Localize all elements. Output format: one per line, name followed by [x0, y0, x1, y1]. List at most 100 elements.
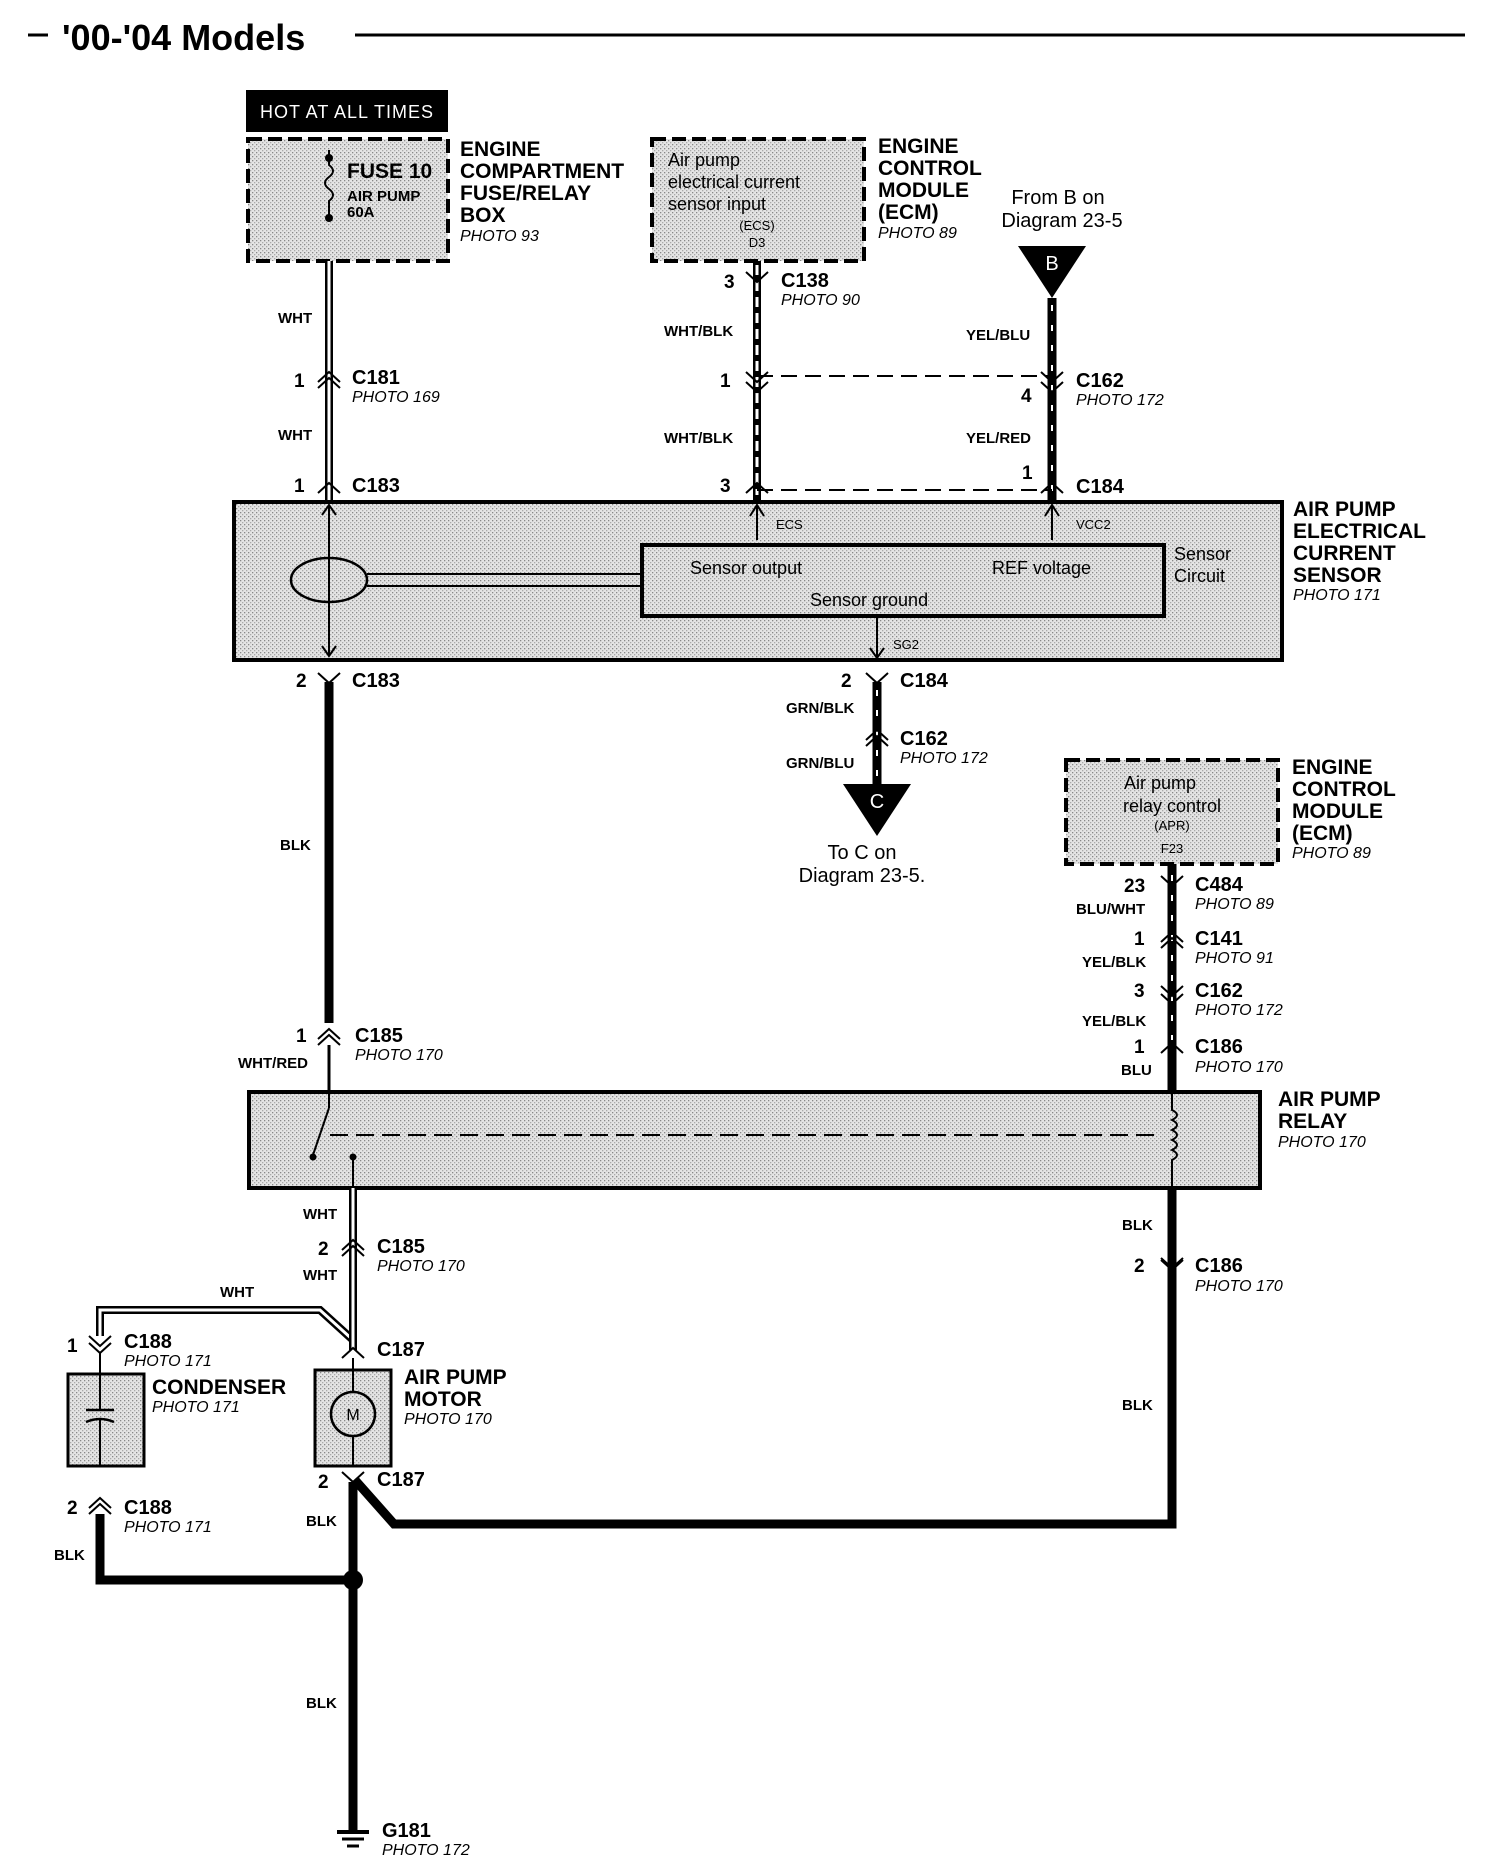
sensor-output-label: Sensor output [690, 558, 802, 578]
wire-label-blu: BLU [1121, 1062, 1152, 1079]
motor-symbol: M [346, 1407, 359, 1424]
c186-top-photo: PHOTO 170 [1195, 1059, 1283, 1076]
c184-bottom-pin: 2 [841, 671, 852, 692]
ecm-top-title-4: (ECM) [878, 201, 939, 224]
c188-bottom-pin: 2 [67, 1498, 78, 1519]
to-c-reference: C To C on Diagram 23-5. [799, 784, 926, 887]
wire-label-wht-blk-1: WHT/BLK [664, 323, 733, 340]
ecm-right-title-4: (ECM) [1292, 822, 1353, 845]
wire-label-wht-2: WHT [278, 427, 312, 444]
connector-c186-top: 1 C186 PHOTO 170 [1134, 1036, 1283, 1076]
c185-bottom-name: C185 [377, 1236, 425, 1258]
wire-label-yel-red: YEL/RED [966, 430, 1031, 447]
ecm-right-title-2: CONTROL [1292, 778, 1396, 801]
wire-label-blk-motor: BLK [306, 1513, 337, 1530]
connector-c162-right: 3 C162 PHOTO 172 [1134, 980, 1283, 1019]
fuse-desc-2: 60A [347, 204, 375, 221]
air-pump-relay [247, 1090, 1262, 1190]
ecm-right-line-2: relay control [1123, 796, 1221, 816]
connector-c183-top: 1 C183 [294, 475, 400, 497]
c162-name: C162 [1076, 370, 1124, 392]
c188-bottom-name: C188 [124, 1497, 172, 1519]
ecm-top-pin: D3 [749, 235, 766, 250]
wire-label-yel-blk-1: YEL/BLK [1082, 954, 1146, 971]
sensor-ground-label: Sensor ground [810, 590, 928, 610]
ref-voltage-label: REF voltage [992, 558, 1091, 578]
ecm-right-title-1: ENGINE [1292, 756, 1373, 779]
ground-photo: PHOTO 172 [382, 1842, 470, 1859]
ecm-top-title-2: CONTROL [878, 157, 982, 180]
c188-top-pin: 1 [67, 1336, 78, 1357]
c187-bottom-pin: 2 [318, 1472, 329, 1493]
c185-bottom-pin: 2 [318, 1239, 329, 1260]
c162-middle-photo: PHOTO 172 [900, 750, 988, 767]
c162-right-photo: PHOTO 172 [1195, 1002, 1283, 1019]
page-header: '00-'04 Models [28, 17, 1465, 58]
sensor-circuit-label-2: Circuit [1174, 566, 1225, 586]
ecm-right-pin: F23 [1161, 841, 1183, 856]
wire-label-blk-right: BLK [1122, 1397, 1153, 1414]
ecm-top-photo: PHOTO 89 [878, 225, 957, 242]
connector-c184-top: 3 1 C184 [720, 463, 1125, 498]
to-c-line-1: To C on [828, 842, 897, 864]
c184-bottom-name: C184 [900, 670, 949, 692]
fuse-relay-box: HOT AT ALL TIMES FUSE 10 AIR PUMP 60A EN… [246, 90, 624, 263]
connector-c162-middle: C162 PHOTO 172 [865, 728, 988, 767]
c186-top-pin: 1 [1134, 1037, 1145, 1058]
wire-label-blk-main: BLK [280, 837, 311, 854]
air-pump-motor: M AIR PUMP MOTOR PHOTO 170 [313, 1358, 507, 1468]
splice-dot [343, 1570, 363, 1590]
c162-photo: PHOTO 172 [1076, 392, 1164, 409]
connector-c484: 23 C484 PHOTO 89 [1124, 874, 1274, 913]
condenser-photo: PHOTO 171 [152, 1399, 240, 1416]
c186-bottom-pin: 2 [1134, 1256, 1145, 1277]
ecm-top-title-1: ENGINE [878, 135, 959, 158]
wire-label-wht-blk-2: WHT/BLK [664, 430, 733, 447]
connector-c181: 1 C181 PHOTO 169 [294, 367, 440, 406]
fuse-box-title-4: BOX [460, 204, 506, 227]
c183-top-pin: 1 [294, 476, 305, 497]
c138-photo: PHOTO 90 [781, 292, 860, 309]
ground-name: G181 [382, 1820, 431, 1842]
connector-c183-bottom: 2 C183 [296, 670, 400, 692]
connector-c188-bottom: 2 C188 PHOTO 171 [67, 1496, 212, 1536]
c188-bottom-photo: PHOTO 171 [124, 1519, 212, 1536]
c181-name: C181 [352, 367, 400, 389]
c141-pin: 1 [1134, 929, 1145, 950]
wire-label-wht-4: WHT [303, 1267, 337, 1284]
ecm-top-abbr: (ECS) [739, 218, 774, 233]
ecm-top: Air pump electrical current sensor input… [650, 135, 982, 263]
c162-left-pin: 1 [720, 371, 731, 392]
ground-g181: G181 PHOTO 172 [337, 1820, 470, 1859]
wire-label-blu-wht: BLU/WHT [1076, 901, 1145, 918]
c183-bottom-pin: 2 [296, 671, 307, 692]
from-b-line-2: Diagram 23-5 [1001, 210, 1122, 232]
relay-switch-contact [312, 1107, 330, 1156]
c181-pin: 1 [294, 371, 305, 392]
connector-c184-bottom: 2 C184 [841, 670, 949, 692]
relay-title-2: RELAY [1278, 1110, 1347, 1133]
wire-blk-condenser-to-splice [95, 1514, 353, 1585]
from-b-letter: B [1045, 253, 1058, 275]
c184-top-pin: 1 [1022, 463, 1033, 484]
c185-top-photo: PHOTO 170 [355, 1047, 443, 1064]
c186-bottom-name: C186 [1195, 1255, 1243, 1277]
connector-c185-bottom: 2 C185 PHOTO 170 [318, 1236, 465, 1275]
to-c-line-2: Diagram 23-5. [799, 865, 926, 887]
c183-bottom-name: C183 [352, 670, 400, 692]
wire-label-grn-blu: GRN/BLU [786, 755, 854, 772]
wire-label-wht-1: WHT [278, 310, 312, 327]
wire-label-yel-blk-2: YEL/BLK [1082, 1013, 1146, 1030]
to-c-letter: C [870, 791, 884, 813]
wire-label-wht-red: WHT/RED [238, 1055, 308, 1072]
sensor-title-4: SENSOR [1293, 564, 1382, 587]
condenser-title: CONDENSER [152, 1376, 286, 1399]
connector-c186-bottom: 2 C186 PHOTO 170 [1134, 1255, 1283, 1295]
connector-c162-upper: 1 4 C162 PHOTO 172 [720, 370, 1164, 409]
ecm-top-line-1: Air pump [668, 150, 740, 170]
c184-top-name: C184 [1076, 476, 1125, 498]
c186-top-name: C186 [1195, 1036, 1243, 1058]
connector-c187-top: C187 [341, 1339, 425, 1361]
sensor-title-2: ELECTRICAL [1293, 520, 1426, 543]
